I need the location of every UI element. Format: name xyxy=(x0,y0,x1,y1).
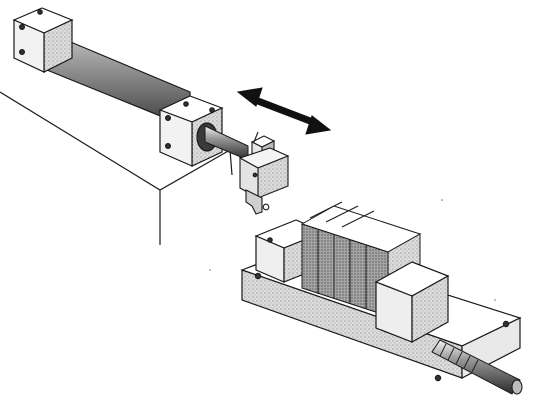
rod-end-clamp xyxy=(238,131,290,215)
vise-lead-screw xyxy=(431,339,523,395)
rear-end-cap xyxy=(12,7,74,73)
double-headed-arrow-icon xyxy=(236,87,332,135)
texture-marks xyxy=(209,199,496,301)
mounting-table xyxy=(0,91,233,245)
movable-vise-jaw xyxy=(374,261,450,344)
